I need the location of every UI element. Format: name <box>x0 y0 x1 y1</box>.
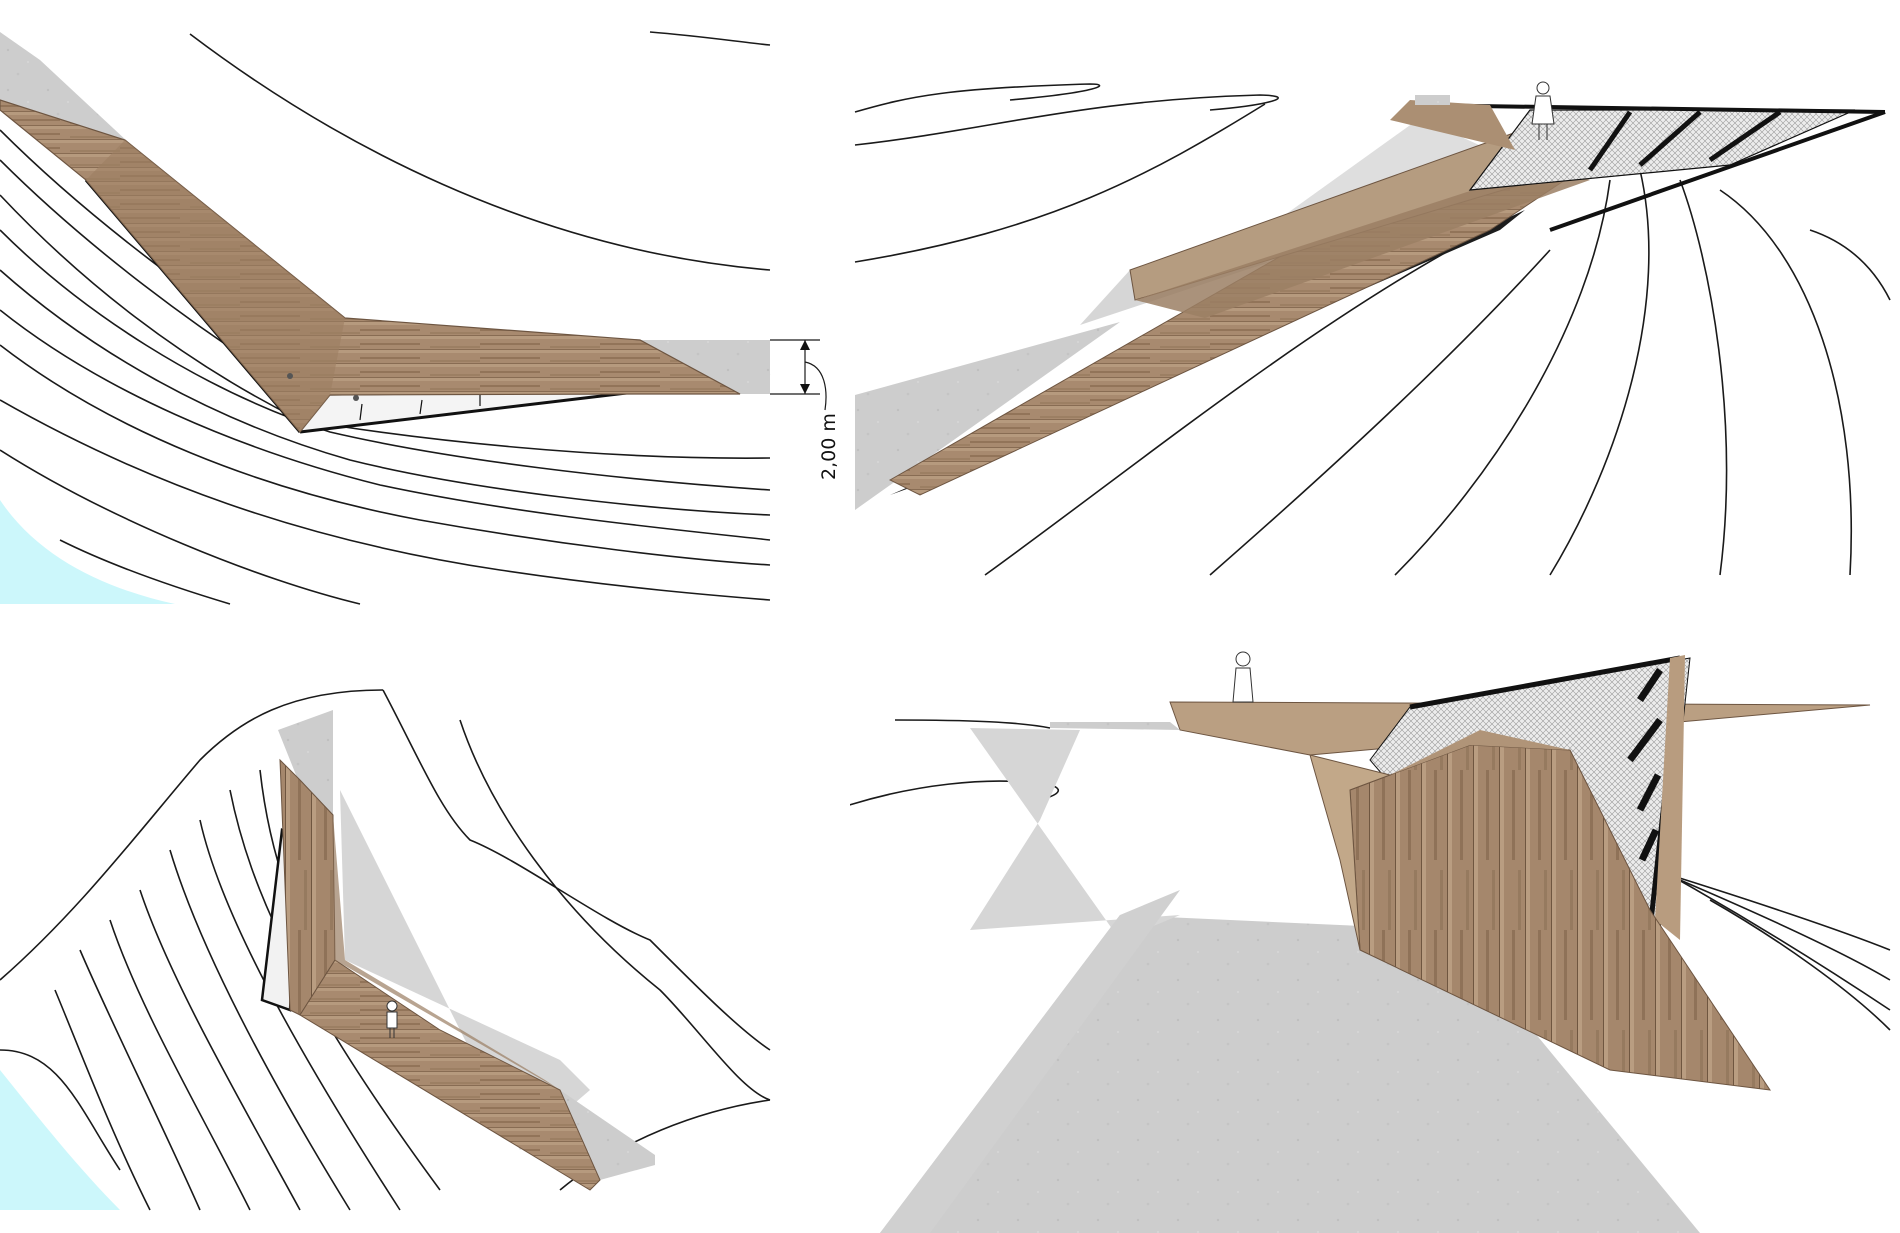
railing-frame <box>1409 103 1886 232</box>
concrete-abutment <box>1415 95 1450 105</box>
perspective-deck-drawing <box>850 651 1891 1233</box>
terrain-contours <box>0 31 771 605</box>
terrain-contours <box>854 83 1891 576</box>
bench-top <box>1390 730 1570 775</box>
water-area <box>0 1070 120 1210</box>
bench-seat <box>1135 165 1590 318</box>
perspective-deck-panel <box>850 610 1900 1233</box>
railing-frame <box>1409 655 1683 931</box>
person-figure <box>1531 81 1555 140</box>
shadow-area <box>880 890 1180 1233</box>
concrete-abutment-bottom <box>560 1090 655 1180</box>
mesh-railing <box>1468 109 1856 191</box>
shadow-area <box>340 790 590 1150</box>
plan-view-drawing: 2,00 m <box>0 31 840 605</box>
perspective-side-drawing <box>854 81 1891 576</box>
person-figure <box>287 373 293 379</box>
water-area <box>0 500 175 604</box>
person-figure <box>353 395 359 401</box>
person-figure <box>1232 651 1254 703</box>
deck-tip <box>1390 100 1515 150</box>
plan-view-panel: 2,00 m <box>0 0 850 610</box>
person-figure <box>386 1000 398 1038</box>
deck-inner-face <box>86 140 345 432</box>
aerial-axonometric-panel <box>0 610 850 1233</box>
railing-post <box>1655 655 1685 940</box>
concrete-abutment <box>1050 722 1180 730</box>
height-dimension: 2,00 m <box>770 339 840 480</box>
aerial-axonometric-drawing <box>0 689 771 1211</box>
perspective-side-panel <box>850 0 1900 610</box>
folded-bench <box>1309 754 1392 951</box>
dimension-label: 2,00 m <box>818 413 840 480</box>
concrete-abutment-top <box>278 710 333 815</box>
concrete-abutment-right <box>640 340 770 394</box>
shadow-area <box>970 728 1180 940</box>
